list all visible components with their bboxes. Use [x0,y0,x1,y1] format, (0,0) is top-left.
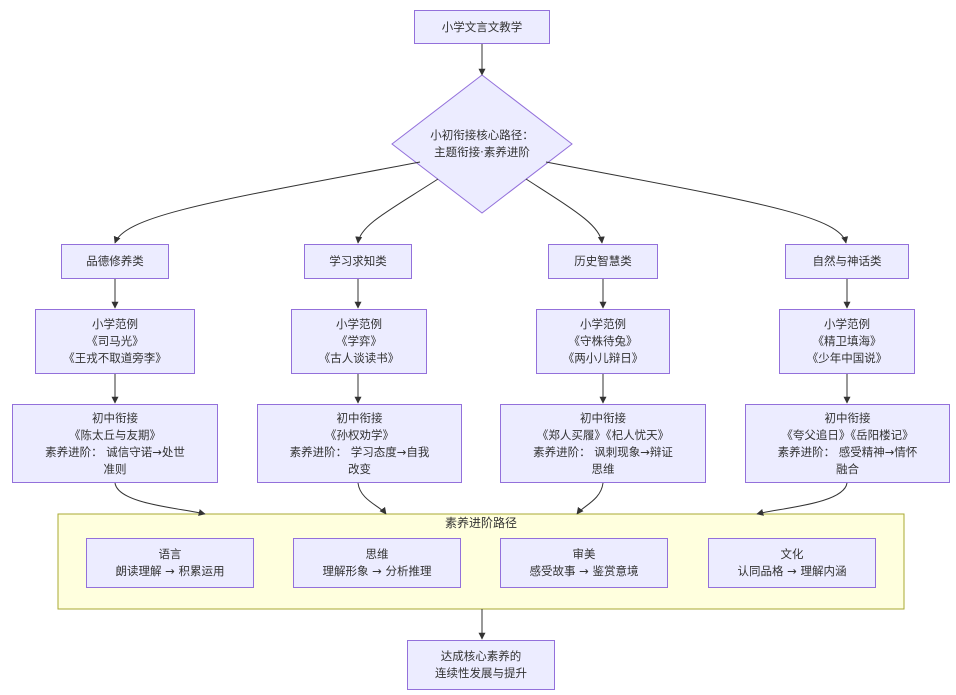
primary-text-1: 《守株待兔》 [568,334,638,348]
hub-line-1: 小初衔接核心路径： [430,128,534,142]
literacy-desc: 感受故事 → 鉴赏意境 [529,564,639,578]
primary-examples-history: 小学范例 《守株待兔》 《两小儿辩日》 [536,309,670,374]
literacy-name: 思维 [365,547,389,561]
middle-progress-cont: 融合 [836,461,859,476]
hub-label: 小初衔接核心路径： 主题衔接·素养进阶 [402,126,562,162]
middle-progress: 素养进阶： 诚信守诺→处世 [45,444,185,459]
theme-label: 学习求知类 [329,254,387,268]
middle-link-history: 初中衔接 《郑人买履》《杞人忧天》 素养进阶： 讽刺现象→辩证 思维 [500,404,706,483]
middle-heading: 初中衔接 [92,410,138,425]
theme-node-history: 历史智慧类 [548,244,658,279]
goal-node: 达成核心素养的 连续性发展与提升 [407,640,555,690]
primary-heading: 小学范例 [92,317,138,331]
middle-text: 《夸父追日》《岳阳楼记》 [781,427,914,442]
theme-label: 自然与神话类 [812,254,882,268]
primary-text-2: 《王戎不取道旁李》 [63,351,167,365]
literacy-name: 文化 [780,547,804,561]
goal-line-1: 达成核心素养的 [440,649,522,663]
primary-text-1: 《学弈》 [336,334,382,348]
edge-hub-to-theme-1 [113,161,421,244]
theme-node-nature-myth: 自然与神话类 [785,244,909,279]
primary-examples-nature-myth: 小学范例 《精卫填海》 《少年中国说》 [779,309,915,374]
middle-heading: 初中衔接 [336,410,383,425]
edge-middle-1-to-cluster [114,482,206,516]
edge-hub-to-theme-3 [525,178,605,244]
primary-text-2: 《两小儿辩日》 [562,351,644,365]
theme-node-moral: 品德修养类 [61,244,169,279]
hub-line-2: 主题衔接·素养进阶 [434,145,530,159]
middle-progress: 素养进阶： 感受精神→情怀 [777,444,918,459]
primary-examples-moral: 小学范例 《司马光》 《王戎不取道旁李》 [35,309,195,374]
theme-node-learning: 学习求知类 [304,244,412,279]
middle-text: 《陈太丘与友期》 [69,427,161,442]
middle-text: 《郑人买履》《杞人忧天》 [536,427,670,442]
literacy-name: 语言 [158,547,182,561]
primary-text-2: 《少年中国说》 [806,351,888,365]
literacy-desc: 认同品格 → 理解内涵 [737,564,847,578]
middle-progress-cont: 思维 [591,461,615,476]
root-node: 小学文言文教学 [414,10,550,44]
literacy-desc: 朗读理解 → 积累运用 [115,564,225,578]
middle-progress-cont: 准则 [103,461,127,476]
middle-link-learning: 初中衔接 《孙权劝学》 素养进阶： 学习态度→自我 改变 [257,404,462,483]
cluster-title: 素养进阶路径 [444,516,517,530]
middle-heading: 初中衔接 [824,410,871,425]
primary-heading: 小学范例 [580,317,626,331]
middle-progress-cont: 改变 [348,461,371,476]
edge-middle-4-to-cluster [756,482,848,516]
literacy-name: 审美 [572,547,596,561]
middle-link-moral: 初中衔接 《陈太丘与友期》 素养进阶： 诚信守诺→处世 准则 [12,404,218,483]
middle-progress: 素养进阶： 学习态度→自我 [289,444,430,459]
primary-examples-learning: 小学范例 《学弈》 《古人谈读书》 [291,309,427,374]
primary-heading: 小学范例 [336,317,382,331]
middle-progress: 素养进阶： 讽刺现象→辩证 [533,444,673,459]
literacy-thinking: 思维 理解形象 → 分析推理 [293,538,461,588]
middle-text: 《孙权劝学》 [325,427,394,442]
literacy-desc: 理解形象 → 分析推理 [322,564,432,578]
literacy-language: 语言 朗读理解 → 积累运用 [86,538,254,588]
edge-middle-2-to-cluster [357,482,387,515]
literacy-aesthetics: 审美 感受故事 → 鉴赏意境 [500,538,668,588]
primary-text-2: 《古人谈读书》 [318,351,400,365]
middle-link-nature-myth: 初中衔接 《夸父追日》《岳阳楼记》 素养进阶： 感受精神→情怀 融合 [745,404,950,483]
primary-text-1: 《司马光》 [86,334,144,348]
root-label: 小学文言文教学 [441,19,523,34]
theme-label: 历史智慧类 [574,254,632,268]
literacy-culture: 文化 认同品格 → 理解内涵 [708,538,876,588]
goal-line-2: 连续性发展与提升 [435,666,527,680]
edge-hub-to-theme-4 [545,161,849,244]
primary-heading: 小学范例 [824,317,870,331]
primary-text-1: 《精卫填海》 [812,334,882,348]
middle-heading: 初中衔接 [580,410,626,425]
edge-hub-to-theme-2 [355,178,439,244]
edge-middle-3-to-cluster [576,482,604,515]
core-path-diamond [391,74,573,214]
theme-label: 品德修养类 [86,254,144,268]
